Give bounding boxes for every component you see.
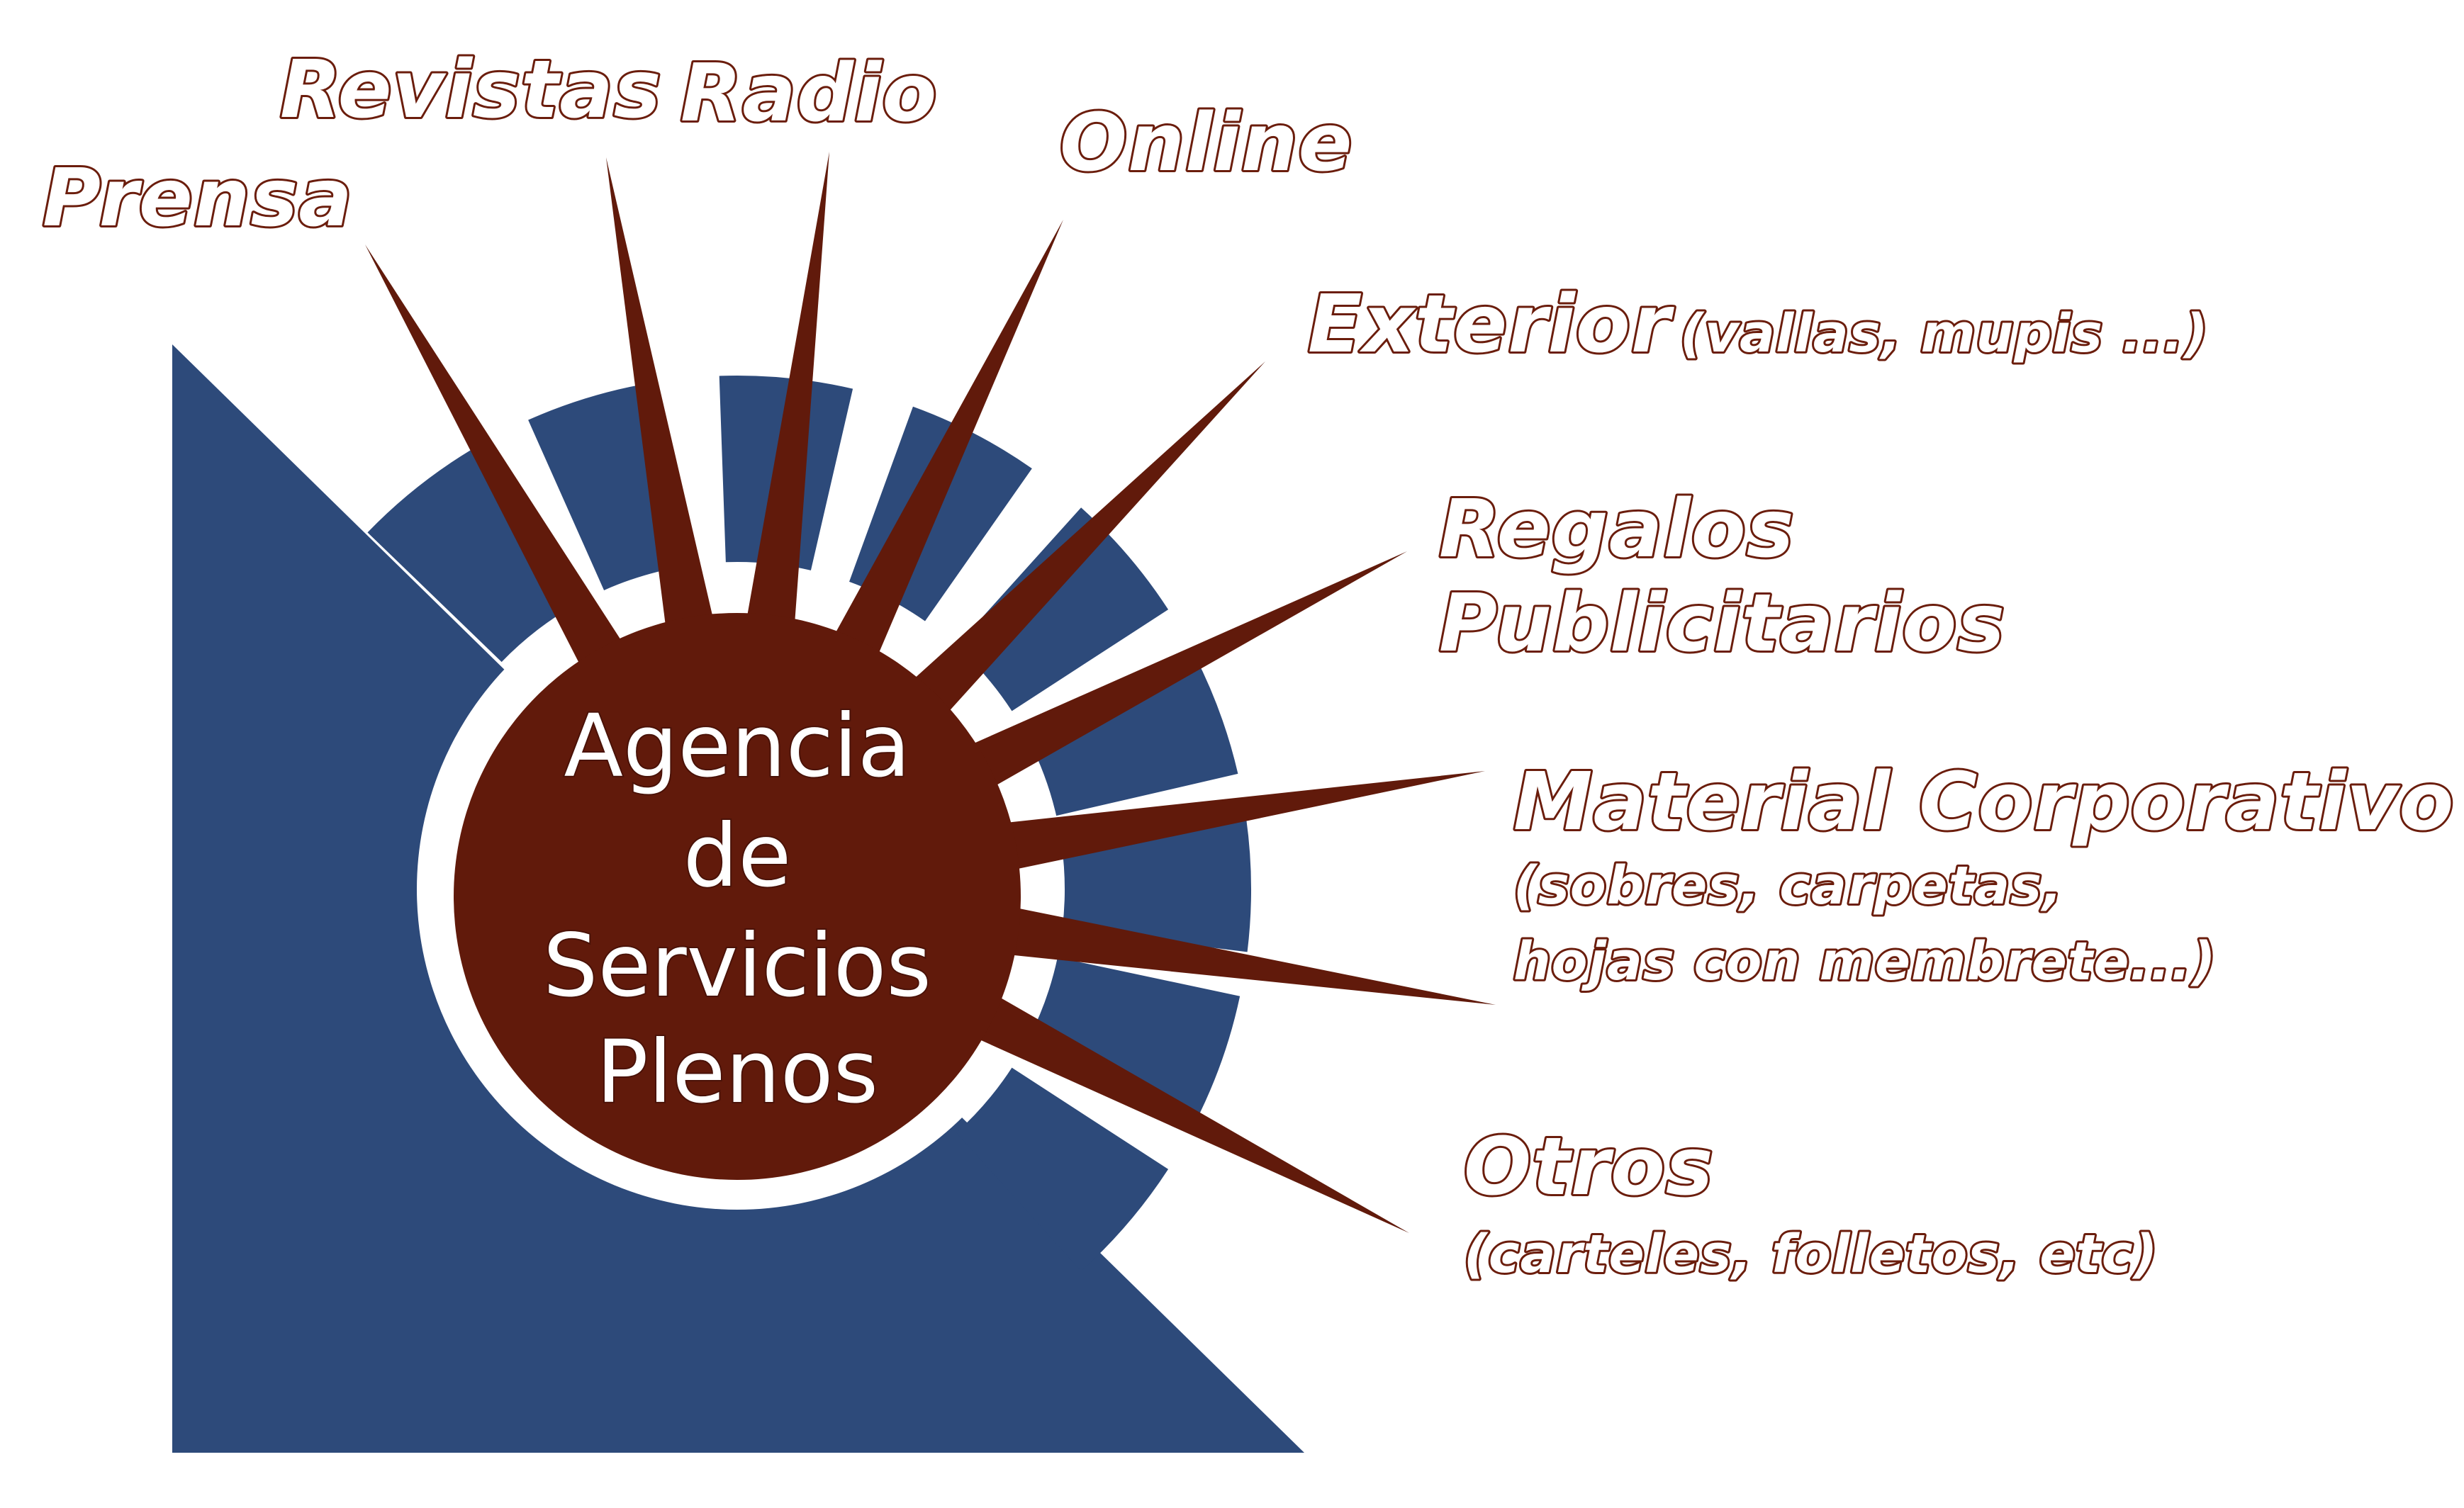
label-prensa: Prensa xyxy=(43,152,353,244)
center-line-2: de xyxy=(683,806,792,906)
ring-segment-5 xyxy=(956,507,1169,711)
center-line-1: Agencia xyxy=(564,696,910,797)
ray-5 xyxy=(909,361,1265,717)
label-revistas: Revistas xyxy=(280,44,661,136)
ray-1 xyxy=(365,244,625,670)
label-exterior: Exterior xyxy=(1308,278,1675,371)
ray-8 xyxy=(999,906,1496,1005)
ring-segment-1 xyxy=(367,449,569,663)
ring-segment-6 xyxy=(1029,655,1238,816)
label-online: Online xyxy=(1060,97,1353,189)
ray-9 xyxy=(965,989,1409,1233)
label-material: Material Corporativo xyxy=(1513,756,2454,848)
center-line-3: Servicios xyxy=(543,916,931,1016)
label-material-note-1: (sobres, carpetas, xyxy=(1513,855,2063,916)
ray-3 xyxy=(746,152,829,626)
center-circle xyxy=(454,613,1021,1180)
label-otros: Otros xyxy=(1464,1121,1714,1213)
label-exterior-note: (vallas, mupis ...) xyxy=(1680,303,2209,364)
label-regalos-line2: Publicitarios xyxy=(1439,578,2005,670)
label-otros-note: (carteles, folletos, etc) xyxy=(1464,1224,2158,1285)
ray-4 xyxy=(832,220,1063,659)
label-material-note-2: hojas con membrete...) xyxy=(1513,931,2217,992)
ring-segment-7 xyxy=(1061,818,1251,952)
ring-segment-8 xyxy=(1029,957,1241,1123)
center-line-4: Plenos xyxy=(596,1022,878,1122)
ray-7 xyxy=(998,771,1485,872)
ray-6 xyxy=(965,551,1407,790)
ray-2 xyxy=(606,157,714,630)
label-regalos-line1: Regalos xyxy=(1439,483,1794,575)
rays xyxy=(365,152,1496,1233)
ring-segment-9 xyxy=(956,1067,1169,1271)
label-radio: Radio xyxy=(681,47,937,140)
